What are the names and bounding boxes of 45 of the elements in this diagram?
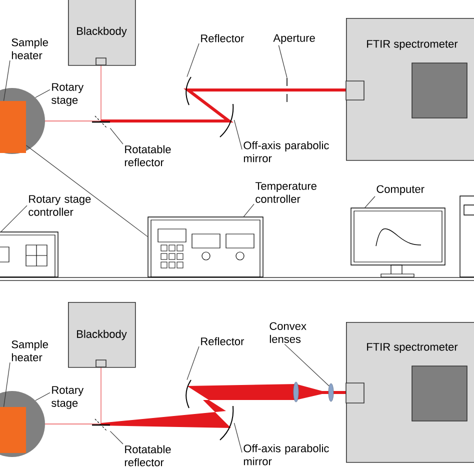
- callout-label: Sample heater: [12, 38, 48, 60]
- leader-line: [35, 392, 50, 401]
- callout-label: Convex lenses: [270, 322, 306, 343]
- spectrometer-box: FTIR spectrometer: [346, 322, 474, 463]
- leader-line: [234, 120, 242, 150]
- callout-label: Aperture: [273, 34, 315, 44]
- callout-label: Off-axis parabolic mirror: [244, 444, 329, 466]
- callout-label: Rotatable reflector: [124, 445, 171, 466]
- leader-line: [35, 89, 50, 98]
- heater-square: [0, 101, 26, 153]
- callout-label: Off-axis parabolic mirror: [244, 141, 329, 162]
- callout-label: Rotary stage controller: [28, 195, 91, 216]
- rotatable-reflector: [92, 116, 110, 128]
- rotary-stage-controller-drawing: [0, 232, 58, 278]
- blackbody-box: Blackbody: [68, 302, 136, 368]
- callout-label: Rotary stage: [52, 386, 84, 410]
- leader-line: [234, 422, 242, 453]
- callout-label: Rotatable reflector: [124, 145, 171, 166]
- leader-line: [186, 346, 200, 380]
- callout-label: Rotary stage: [52, 83, 84, 106]
- callout-label: Temperature controller: [255, 182, 316, 203]
- callout-label: Sample heater: [12, 340, 48, 362]
- leader-line: [3, 362, 10, 408]
- leader-line: [110, 430, 124, 444]
- reflector-mirror: [186, 76, 192, 106]
- parabolic-mirror: [220, 104, 234, 138]
- callout-label: Reflector: [201, 34, 244, 42]
- callout-label: Computer: [376, 185, 424, 196]
- reflector-mirror: [186, 380, 192, 408]
- heater-square: [0, 407, 26, 453]
- blackbody-box: Blackbody: [68, 0, 136, 66]
- cable: [26, 145, 148, 237]
- parabolic-mirror: [220, 406, 234, 440]
- leader-line: [278, 44, 288, 78]
- leader-line: [284, 344, 330, 386]
- leader-line: [243, 204, 254, 217]
- computer-monitor-drawing: [350, 208, 446, 278]
- spectrometer-box: FTIR spectrometer: [346, 18, 474, 161]
- lens: [328, 383, 334, 402]
- rotatable-reflector: [92, 418, 110, 432]
- temperature-controller-drawing: [148, 216, 264, 278]
- leader-line: [186, 43, 200, 78]
- callout-label: Reflector: [201, 337, 244, 346]
- leader-line: [110, 128, 124, 144]
- leader-line: [364, 196, 376, 208]
